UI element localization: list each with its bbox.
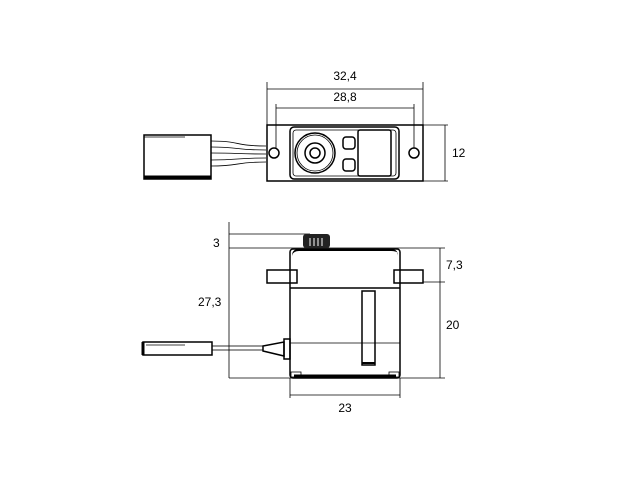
small-square-lower: [342, 158, 356, 172]
connector-top: [143, 134, 212, 180]
servo-case-side: [289, 248, 401, 379]
dim-label-7-3: 7,3: [446, 258, 463, 272]
dimension-12: 12: [423, 124, 466, 182]
dim-label-20: 20: [446, 318, 460, 332]
dimension-32-4: 32,4: [266, 69, 424, 125]
dim-label-27-3: 27,3: [198, 295, 222, 309]
dim-label-28-8: 28,8: [333, 90, 357, 104]
mount-hole-left: [268, 147, 280, 159]
dimension-28-8: 28,8: [275, 90, 415, 148]
mount-hole-right: [408, 147, 420, 159]
mount-tab-right: [393, 269, 424, 284]
connector-side: [142, 341, 213, 356]
small-square-upper: [342, 136, 356, 150]
mount-tab-left: [266, 269, 298, 284]
output-shaft-top: [294, 132, 336, 174]
servo-body-top: [266, 124, 424, 182]
output-gear: [303, 234, 330, 248]
case-slot: [361, 290, 376, 366]
top-view: 32,4 28,8 12: [143, 69, 466, 182]
wires-top: [210, 140, 267, 167]
side-view: 3 27,3 7,3 20 23: [141, 222, 463, 415]
dim-label-32-4: 32,4: [333, 69, 357, 83]
dim-label-23: 23: [338, 401, 352, 415]
cable-side: [141, 338, 291, 360]
dim-label-3: 3: [213, 236, 220, 250]
dim-label-12: 12: [452, 146, 466, 160]
label-plate: [357, 129, 392, 177]
servo-case-top: [289, 126, 400, 180]
